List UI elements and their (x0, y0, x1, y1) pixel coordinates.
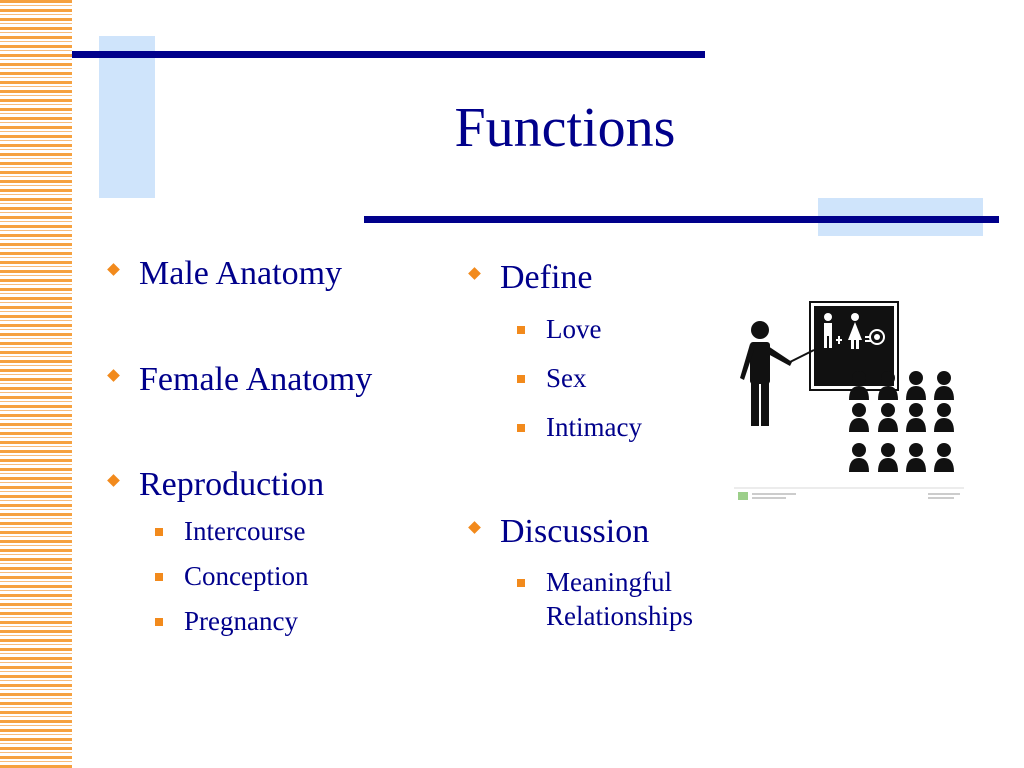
title-rule-top (72, 51, 705, 58)
square-bullet-icon (155, 528, 163, 536)
sub-bullet-label: Sex (546, 363, 587, 393)
sub-bullet-love: Love (517, 313, 602, 347)
title-rule-bottom (364, 216, 999, 223)
bullet-label: Define (500, 259, 593, 296)
square-bullet-icon (517, 424, 525, 432)
sub-bullet-label: Intercourse (184, 516, 306, 546)
sub-bullet-pregnancy: Pregnancy (155, 605, 298, 639)
decorative-stripes (0, 0, 74, 768)
sub-bullet-label-line2: Relationships (546, 600, 693, 631)
slide-title: Functions (454, 97, 676, 159)
square-bullet-icon (155, 618, 163, 626)
bullet-male-anatomy: Male Anatomy (107, 255, 343, 292)
diamond-bullet-icon (107, 263, 120, 276)
diamond-bullet-icon (468, 267, 481, 280)
bullet-label: Male Anatomy (139, 255, 343, 292)
square-bullet-icon (517, 375, 525, 383)
teacher-presenting-to-audience-icon (734, 301, 964, 500)
bullet-label: Reproduction (139, 466, 325, 503)
sub-bullet-label: Intimacy (546, 412, 642, 442)
sub-bullet-label-line1: Meaningful (546, 567, 672, 597)
bullet-discussion: Discussion (468, 513, 650, 550)
sub-bullet-intercourse: Intercourse (155, 515, 306, 549)
bullet-reproduction: Reproduction (107, 466, 325, 503)
square-bullet-icon (155, 573, 163, 581)
diamond-bullet-icon (107, 474, 120, 487)
diamond-bullet-icon (107, 369, 120, 382)
sub-bullet-label: Pregnancy (184, 606, 298, 636)
square-bullet-icon (517, 326, 525, 334)
sub-bullet-sex: Sex (517, 362, 587, 396)
sub-bullet-label: Conception (184, 561, 309, 591)
accent-block-top (99, 36, 155, 198)
diamond-bullet-icon (468, 521, 481, 534)
bullet-label: Female Anatomy (139, 361, 373, 398)
bullet-define: Define (468, 259, 593, 296)
sub-bullet-conception: Conception (155, 560, 309, 594)
bullet-female-anatomy: Female Anatomy (107, 361, 373, 398)
sub-bullet-meaningful-relationships: Meaningful Relationships (517, 566, 693, 634)
square-bullet-icon (517, 579, 525, 587)
sub-bullet-label: Love (546, 314, 602, 344)
bullet-label: Discussion (500, 513, 650, 550)
sub-bullet-intimacy: Intimacy (517, 411, 642, 445)
